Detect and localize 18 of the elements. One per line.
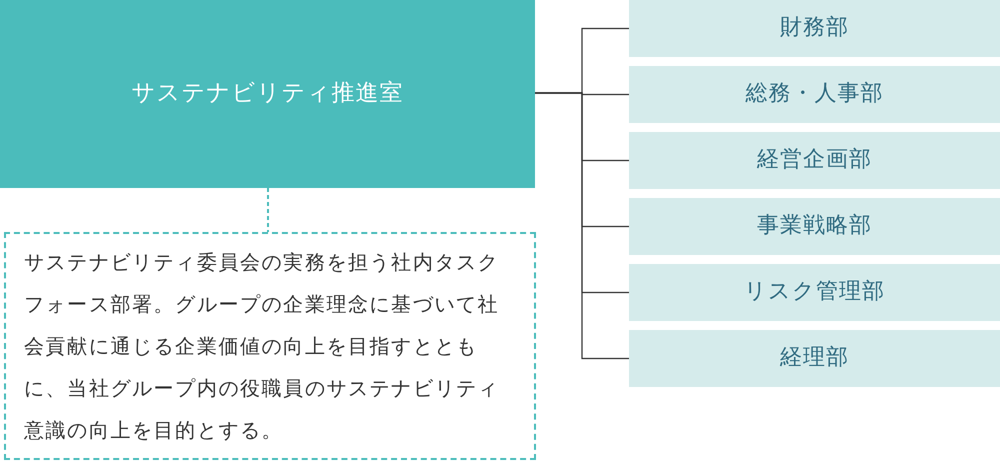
description-text: サステナビリティ委員会の実務を担う社内タスクフォース部署。グループの企業理念に基づいて社会貢献に通じる企業価値の向上を目指すとともに、当社グループ内の役職員のサステナビリティ意識の向上を目的とする。	[24, 249, 500, 444]
department-name: 経営企画部	[757, 147, 872, 174]
department-name: 経理部	[780, 345, 849, 372]
department-box	[629, 0, 1000, 57]
description-box	[4, 232, 536, 460]
department-name: リスク管理部	[744, 279, 885, 306]
dashed-connector	[267, 188, 269, 232]
department-box	[629, 66, 1000, 123]
department-box	[629, 198, 1000, 255]
department-box	[629, 132, 1000, 189]
department-name: 財務部	[780, 15, 849, 42]
bracket-connector	[535, 92, 629, 360]
department-box	[629, 330, 1000, 387]
unit-box	[0, 0, 535, 188]
department-name: 総務・人事部	[746, 81, 884, 108]
department-box	[629, 264, 1000, 321]
department-name: 事業戦略部	[757, 213, 872, 240]
unit-name: サステナビリティ推進室	[132, 80, 404, 108]
